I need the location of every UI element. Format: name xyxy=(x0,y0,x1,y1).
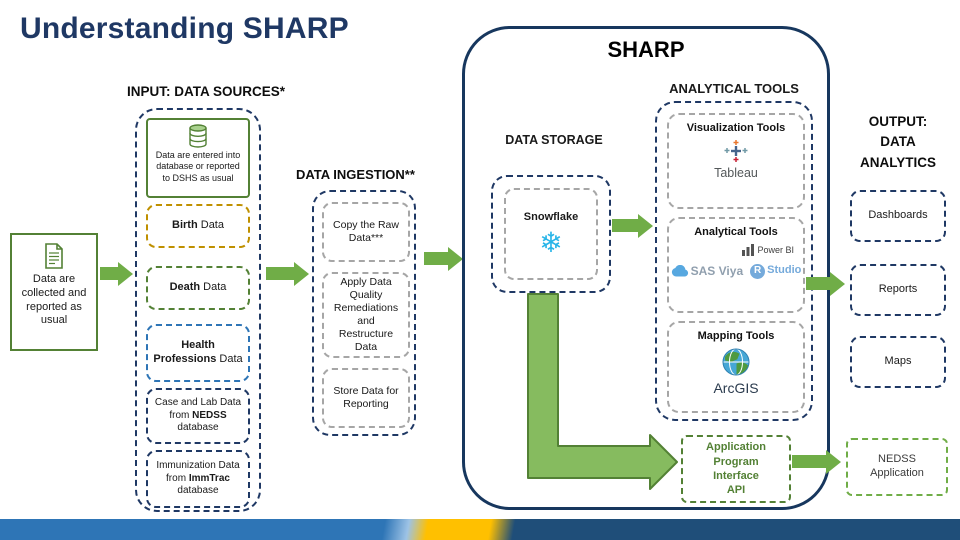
sas-rstudio-row: SAS Viya R Studio xyxy=(671,263,802,279)
api-line: Application xyxy=(706,441,766,454)
database-icon xyxy=(189,124,207,148)
arrow-sharp-to-output xyxy=(806,277,830,290)
visualization-tools-box: Visualization Tools Tableau xyxy=(667,113,805,209)
api-line: Program xyxy=(713,455,759,468)
input-sources-container: Data are entered into database or report… xyxy=(135,108,261,512)
source-text-post: Data xyxy=(216,353,243,365)
data-source-birth: Birth Data xyxy=(146,204,250,248)
analytical-tools-heading: ANALYTICAL TOOLS xyxy=(669,81,799,96)
output-heading-line: ANALYTICS xyxy=(859,154,936,170)
source-text-bold: Birth xyxy=(172,219,198,232)
tool-group-title: Mapping Tools xyxy=(697,330,775,342)
analytical-tools-container: Visualization Tools Tableau Analytical T… xyxy=(655,101,813,421)
source-text-bold: ImmTrac xyxy=(188,472,230,484)
collected-box: Data are collected and reported as usual xyxy=(10,233,98,351)
output-heading-line: DATA xyxy=(880,134,916,150)
sharp-title: SHARP xyxy=(607,37,685,62)
arrow-collected-to-input xyxy=(100,267,118,280)
source-label: Birth Data xyxy=(172,219,224,233)
sas-viya-label: SAS Viya xyxy=(690,263,744,278)
api-line: API xyxy=(726,484,746,497)
rstudio-icon: R xyxy=(750,263,766,279)
source-text-bold: Health Professions xyxy=(153,339,217,365)
arrow-storage-to-analytical xyxy=(612,219,638,232)
source-label: Death Data xyxy=(170,281,227,295)
input-heading: INPUT: DATA SOURCES* xyxy=(127,84,286,99)
data-storage-heading: DATA STORAGE xyxy=(505,133,603,147)
arcgis-label: ArcGIS xyxy=(713,379,759,396)
source-label: Immunization Data from ImmTrac database xyxy=(153,460,243,498)
source-text-post: Data xyxy=(197,219,224,232)
arrow-api-to-nedss xyxy=(792,455,826,468)
source-text-pre: Case and Lab Data from xyxy=(154,397,242,421)
arcgis-globe-icon xyxy=(722,348,750,376)
entry-box-label: Data are entered into database or report… xyxy=(155,150,241,183)
source-text-post: database xyxy=(177,485,219,497)
sas-viya-logo: SAS Viya xyxy=(671,264,743,279)
power-bi-icon xyxy=(742,243,755,256)
data-source-nedss: Case and Lab Data from NEDSS database xyxy=(146,388,250,444)
power-bi-logo: Power BI xyxy=(742,243,794,256)
ingestion-step-quality: Apply Data Quality Remediations and Rest… xyxy=(322,272,410,358)
ingestion-step-copy: Copy the Raw Data*** xyxy=(322,202,410,262)
tableau-icon xyxy=(724,139,748,162)
tool-group-title: Analytical Tools xyxy=(694,226,778,238)
rstudio-logo: R Studio xyxy=(750,263,802,279)
snowflake-box: Snowflake ❄ xyxy=(504,188,598,280)
output-reports-box: Reports xyxy=(850,264,946,316)
source-text-post: database xyxy=(177,422,219,434)
collected-box-label: Data are collected and reported as usual xyxy=(21,273,87,327)
ingestion-step-store: Store Data for Reporting xyxy=(322,368,410,428)
page-title: Understanding SHARP xyxy=(20,12,349,45)
snowflake-icon: ❄ xyxy=(539,225,563,259)
output-maps-box: Maps xyxy=(850,336,946,388)
entry-box: Data are entered into database or report… xyxy=(146,118,250,198)
analytical-tools-box: Analytical Tools Power BI SAS Viya xyxy=(667,217,805,313)
ingestion-heading: DATA INGESTION** xyxy=(296,167,415,182)
footer-band xyxy=(0,519,960,540)
document-icon xyxy=(45,243,63,269)
source-text-bold: NEDSS xyxy=(192,409,227,421)
source-text-post: Data xyxy=(200,281,227,294)
source-text-bold: Death xyxy=(169,281,201,294)
data-source-health-professions: Health Professions Data xyxy=(146,324,250,382)
api-line: Interface xyxy=(713,470,759,482)
source-label: Case and Lab Data from NEDSS database xyxy=(153,397,243,435)
output-dashboards-box: Dashboards xyxy=(850,190,946,242)
source-text-pre: Immunization Data from xyxy=(156,460,240,484)
rstudio-label: Studio xyxy=(767,264,802,277)
output-heading: OUTPUT: DATA ANALYTICS xyxy=(848,112,948,173)
data-source-death: Death Data xyxy=(146,266,250,310)
mapping-tools-box: Mapping Tools ArcGIS xyxy=(667,321,805,413)
snowflake-label: Snowflake xyxy=(523,211,579,224)
sas-cloud-icon xyxy=(671,265,688,277)
tableau-label: Tableau xyxy=(714,165,758,180)
ingestion-container: Copy the Raw Data*** Apply Data Quality … xyxy=(312,190,416,436)
sharp-container: SHARP DATA STORAGE Snowflake ❄ ANALYTICA… xyxy=(462,26,830,510)
data-source-immtrac: Immunization Data from ImmTrac database xyxy=(146,450,250,508)
nedss-application-box: NEDSS Application xyxy=(846,438,948,496)
power-bi-label: Power BI xyxy=(757,244,794,255)
arrow-input-to-ingestion xyxy=(266,267,294,280)
arrow-ingestion-to-sharp xyxy=(424,252,448,265)
api-box: Application Program Interface API xyxy=(681,435,791,503)
source-label: Health Professions Data xyxy=(153,339,243,367)
tool-group-title: Visualization Tools xyxy=(686,122,786,134)
output-heading-line: OUTPUT: xyxy=(868,114,928,129)
data-storage-box: Snowflake ❄ xyxy=(491,175,611,293)
